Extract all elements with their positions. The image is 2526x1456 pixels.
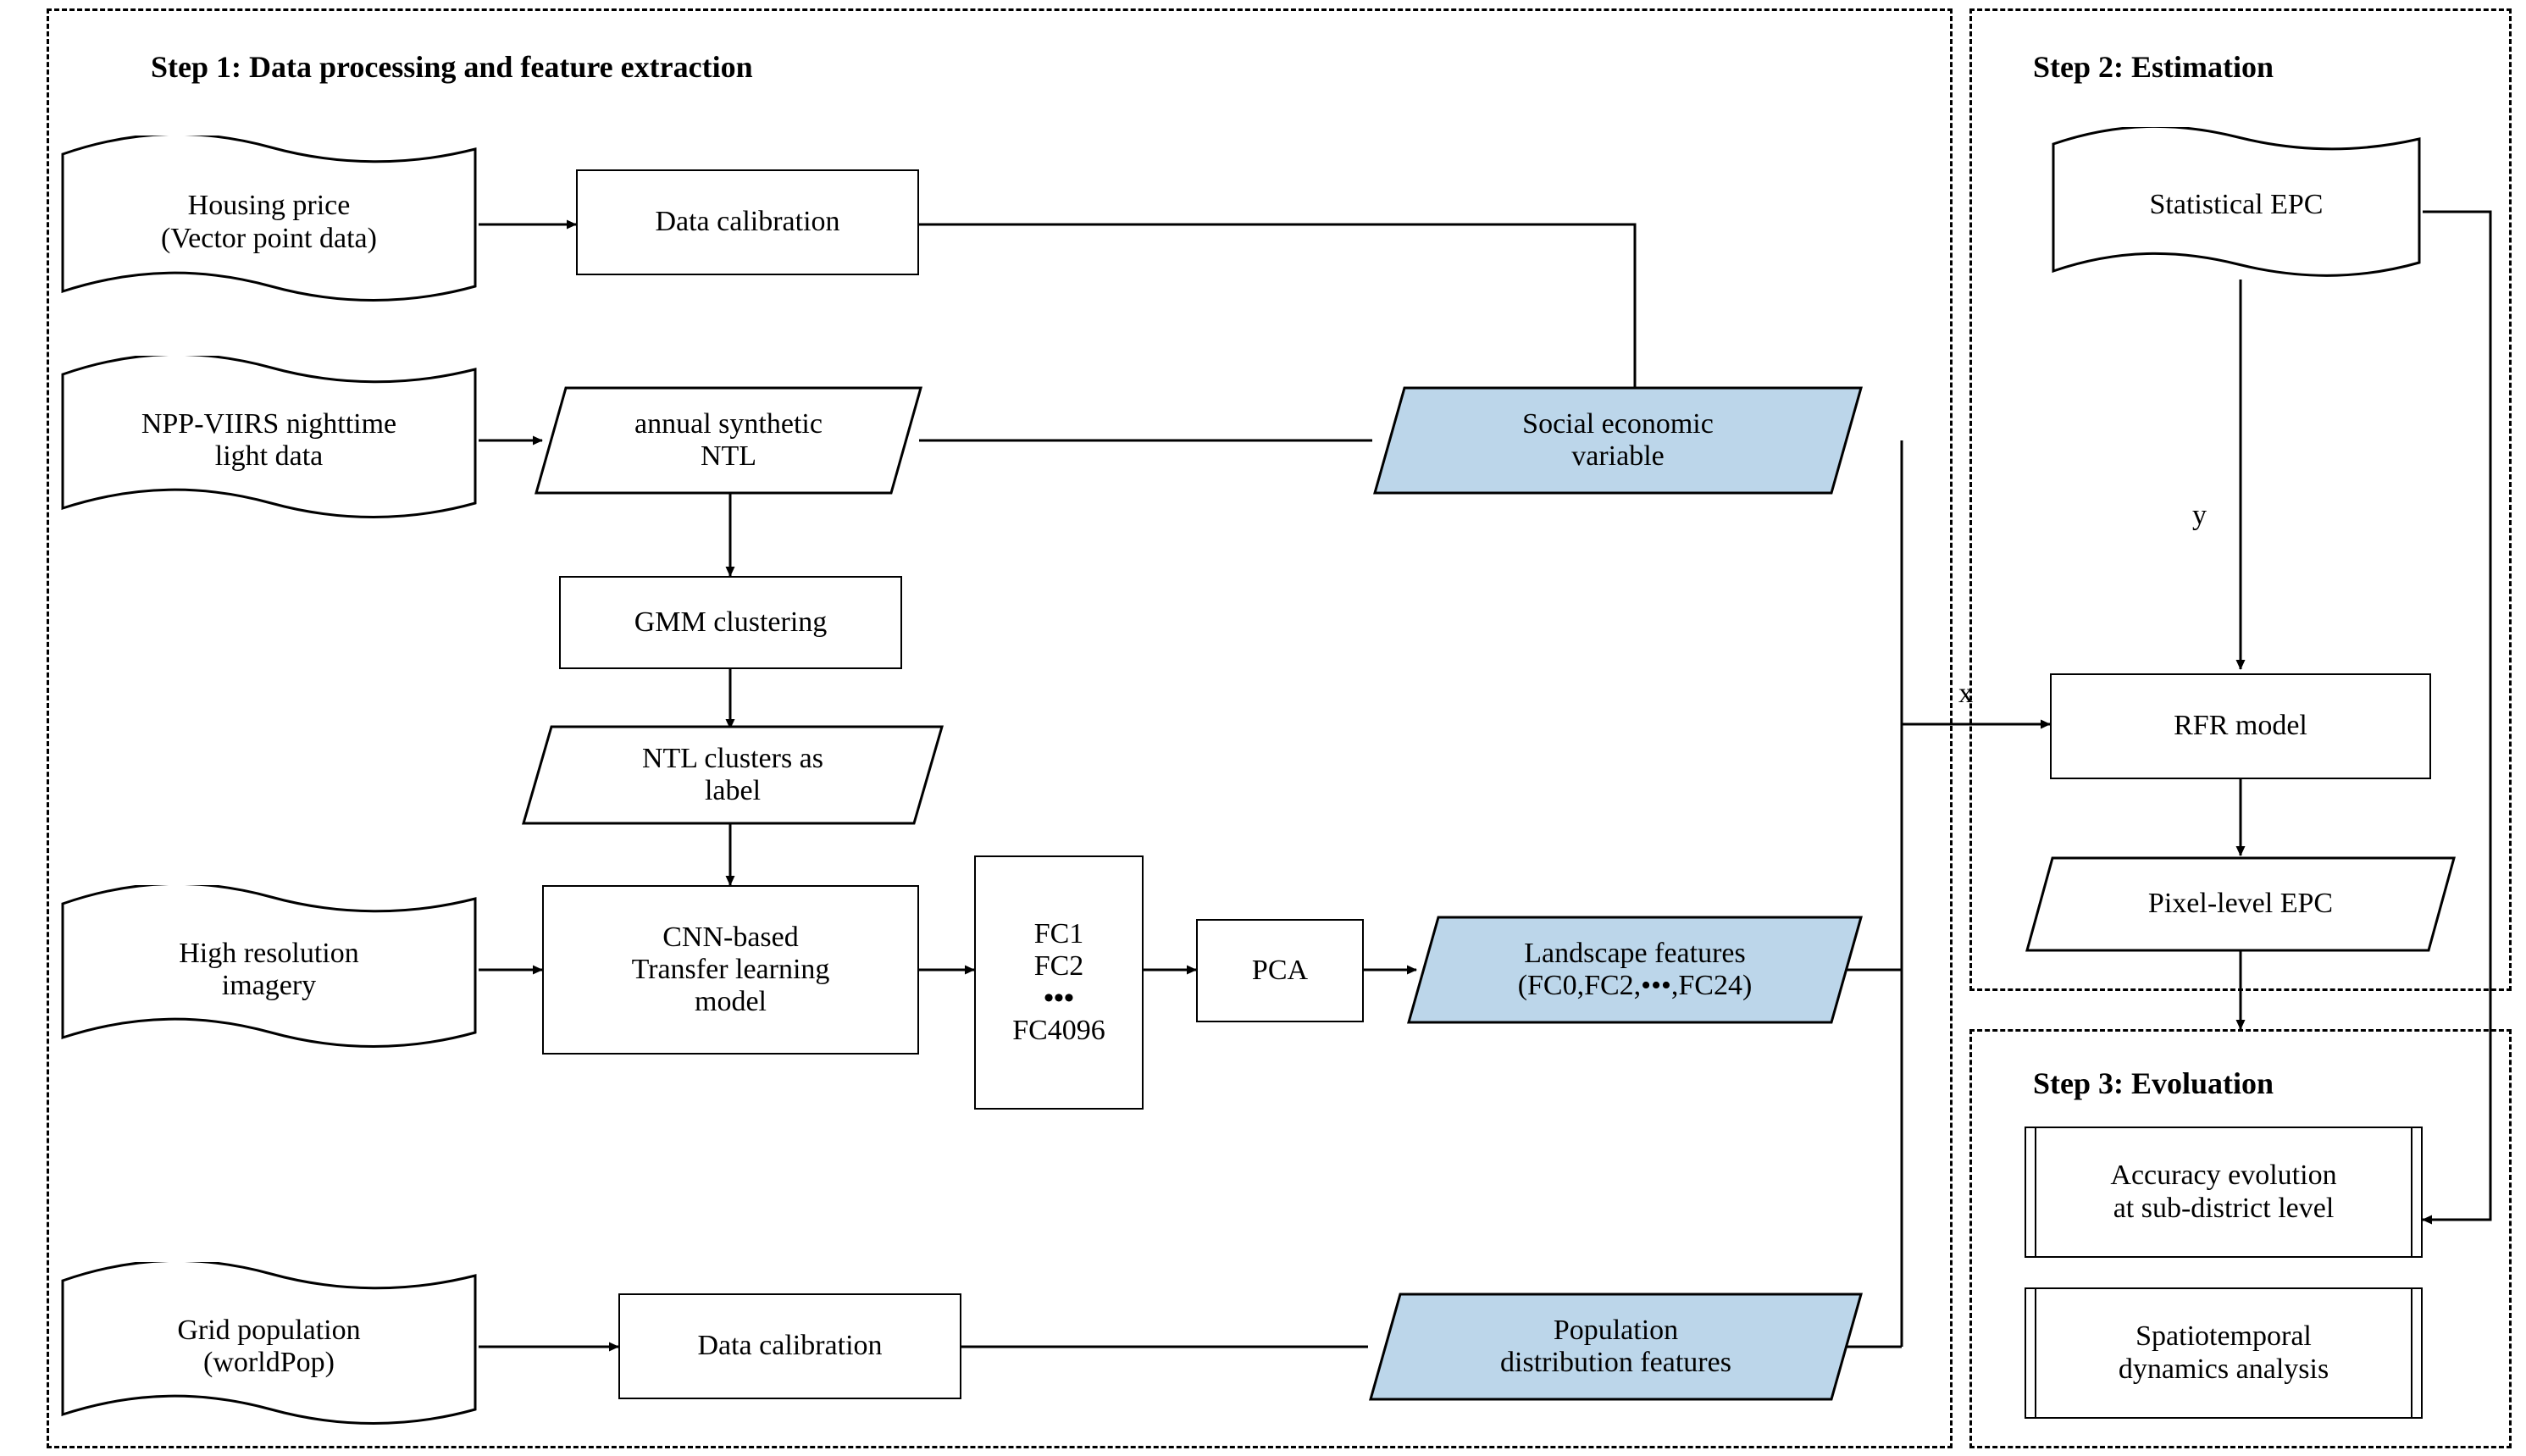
node-statistical-epc: Statistical EPC xyxy=(2050,127,2423,284)
landscape-line1: Landscape features xyxy=(1524,937,1746,969)
node-population-distribution-features: Population distribution features xyxy=(1368,1292,1864,1402)
spatiotemporal-line1: Spatiotemporal xyxy=(2135,1320,2312,1353)
panel-step3-title: Step 3: Evoluation xyxy=(2033,1066,2274,1100)
node-cnn-transfer-learning: CNN-based Transfer learning model xyxy=(542,885,919,1055)
node-spatiotemporal-dynamics: Spatiotemporal dynamics analysis xyxy=(2025,1287,2423,1419)
accuracy-line2: at sub-district level xyxy=(2113,1192,2335,1224)
grid-population-line1: Grid population xyxy=(177,1314,361,1346)
pixel-level-epc-label: Pixel-level EPC xyxy=(2147,888,2334,920)
cnn-line2: Transfer learning xyxy=(631,953,830,985)
spatiotemporal-line2: dynamics analysis xyxy=(2118,1353,2329,1385)
ntl-clusters-line1: NTL clusters as xyxy=(641,742,823,774)
npp-viirs-line2: light data xyxy=(214,440,324,472)
fc-ellipsis: ••• xyxy=(1044,983,1074,1014)
panel-step3 xyxy=(1969,1029,2512,1448)
node-data-calibration-2: Data calibration xyxy=(618,1293,961,1399)
node-gmm-clustering: GMM clustering xyxy=(559,576,902,669)
cnn-line1: CNN-based xyxy=(662,921,799,953)
node-landscape-features: Landscape features (FC0,FC2,•••,FC24) xyxy=(1406,915,1864,1025)
fc-line2: FC2 xyxy=(1033,949,1084,982)
population-distribution-line1: Population xyxy=(1553,1314,1679,1346)
node-annual-synthetic-ntl: annual synthetic NTL xyxy=(534,385,923,495)
social-economic-line1: Social economic xyxy=(1522,407,1714,440)
accuracy-line1: Accuracy evolution xyxy=(2110,1160,2337,1192)
node-npp-viirs: NPP-VIIRS nighttime light data xyxy=(59,356,479,525)
housing-price-line2: (Vector point data) xyxy=(161,222,377,254)
cnn-line3: model xyxy=(695,986,767,1018)
social-economic-line2: variable xyxy=(1571,440,1665,472)
grid-population-line2: (worldPop) xyxy=(203,1347,335,1378)
node-rfr-model: RFR model xyxy=(2050,673,2431,779)
panel-step1-title: Step 1: Data processing and feature extr… xyxy=(151,50,753,84)
node-ntl-clusters: NTL clusters as label xyxy=(521,724,944,826)
rfr-model-label: RFR model xyxy=(2174,710,2307,742)
population-distribution-line2: distribution features xyxy=(1500,1347,1731,1378)
ntl-clusters-line2: label xyxy=(704,775,762,806)
node-housing-price: Housing price (Vector point data) xyxy=(59,136,479,309)
node-data-calibration-1: Data calibration xyxy=(576,169,919,275)
fc-line4: FC4096 xyxy=(1012,1015,1105,1047)
pca-label: PCA xyxy=(1251,954,1309,986)
node-grid-population: Grid population (worldPop) xyxy=(59,1262,479,1431)
node-pca: PCA xyxy=(1196,919,1364,1022)
landscape-line2: (FC0,FC2,•••,FC24) xyxy=(1517,970,1753,1001)
data-calibration-1-label: Data calibration xyxy=(655,206,840,238)
housing-price-line1: Housing price xyxy=(187,190,351,222)
high-resolution-line2: imagery xyxy=(221,970,317,1001)
annual-ntl-line1: annual synthetic xyxy=(634,407,823,440)
fc-line1: FC1 xyxy=(1033,917,1084,949)
node-pixel-level-epc: Pixel-level EPC xyxy=(2025,855,2457,953)
node-high-resolution-imagery: High resolution imagery xyxy=(59,885,479,1055)
node-social-economic-variable: Social economic variable xyxy=(1372,385,1864,495)
statistical-epc-label: Statistical EPC xyxy=(2149,189,2324,221)
high-resolution-line1: High resolution xyxy=(179,937,359,969)
annual-ntl-line2: NTL xyxy=(700,440,757,472)
edge-label-y: y xyxy=(2192,500,2207,531)
data-calibration-2-label: Data calibration xyxy=(697,1330,883,1362)
edge-label-x: x xyxy=(1958,678,1973,709)
gmm-label: GMM clustering xyxy=(634,606,828,638)
panel-step1 xyxy=(47,8,1953,1448)
node-fc-layers: FC1 FC2 ••• FC4096 xyxy=(974,855,1144,1110)
npp-viirs-line1: NPP-VIIRS nighttime xyxy=(141,407,397,440)
node-accuracy-evolution: Accuracy evolution at sub-district level xyxy=(2025,1127,2423,1258)
panel-step2-title: Step 2: Estimation xyxy=(2033,50,2274,84)
